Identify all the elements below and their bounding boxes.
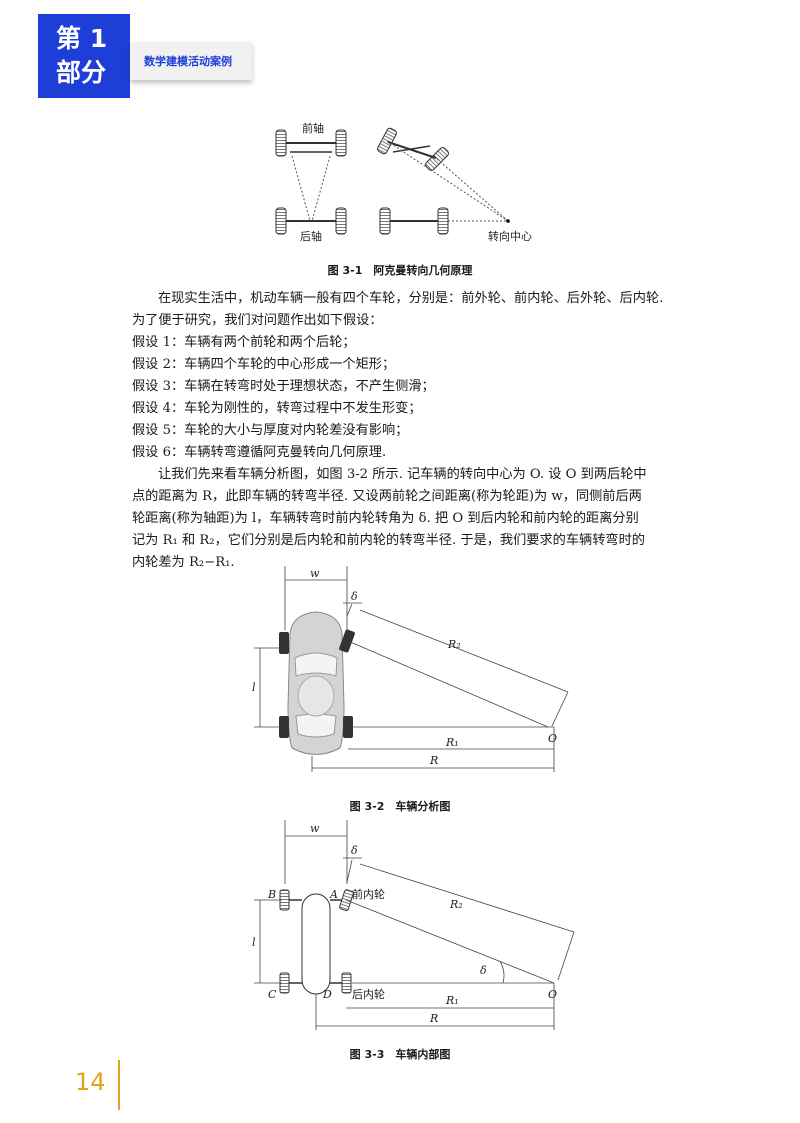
R2-label: R₂ <box>449 898 463 911</box>
assumption-item: 假设 2：车辆四个车轮的中心形成一个矩形； <box>132 357 396 372</box>
paragraph-analysis: 让我们先来看车辆分析图，如图 3-2 所示. 记车辆的转向中心为 O. 设 O … <box>132 464 692 574</box>
text-line: 为了便于研究，我们对问题作出如下假设： <box>132 313 383 328</box>
point-B-label: B <box>267 888 276 901</box>
figure-vehicle-internal: w δ B A 前内轮 C D 后内轮 l R₂ δ R₁ O R <box>252 820 575 1030</box>
wheel <box>279 632 289 654</box>
O-label: O <box>548 732 557 745</box>
delta-angle-label: δ <box>480 964 487 977</box>
assumption-item: 假设 5：车轮的大小与厚度对内轮差没有影响； <box>132 423 409 438</box>
assumption-item: 假设 1：车辆有两个前轮和两个后轮； <box>132 335 356 350</box>
figure-vehicle-analysis: w δ l R₂ R₁ O R <box>252 566 569 772</box>
car-body <box>301 893 331 995</box>
l-label: l <box>252 681 256 694</box>
R-label: R <box>429 754 438 767</box>
front-axle-label: 前轴 <box>302 121 324 135</box>
page-number: 14 <box>75 1068 106 1096</box>
w-label: w <box>310 567 320 580</box>
chapter-part: 部分 <box>56 58 107 87</box>
wheel <box>335 207 347 235</box>
R-label: R <box>429 1012 438 1025</box>
figure-3-2-caption: 图 3-2 车辆分析图 <box>349 800 451 813</box>
figure-3-3-caption: 图 3-3 车辆内部图 <box>349 1048 451 1061</box>
text-line: 轮距离(称为轴距)为 l，车辆转弯时前内轮转角为 δ. 把 O 到后内轮和前内轮… <box>132 511 639 526</box>
rear-inner-wheel-label: 后内轮 <box>352 987 385 1001</box>
l-label: l <box>252 936 256 949</box>
rear-axle-label: 后轴 <box>300 229 322 243</box>
point-A-label: A <box>329 888 338 901</box>
wheel <box>275 129 287 157</box>
point-C-label: C <box>268 988 277 1001</box>
section-banner: 数学建模活动案例 <box>130 42 252 80</box>
point-D-label: D <box>322 988 332 1001</box>
text-line: 在现实生活中，机动车辆一般有四个车轮，分别是：前外轮、前内轮、后外轮、后内轮. <box>158 291 664 306</box>
delta-label: δ <box>351 844 358 857</box>
page-divider <box>118 1060 120 1110</box>
assumption-item: 假设 3：车辆在转弯时处于理想状态，不产生侧滑； <box>132 379 435 394</box>
text-line: 点的距离为 R，此即车辆的转弯半径. 又设两前轮之间距离(称为轮距)为 w，同侧… <box>132 489 642 504</box>
turning-center-dot <box>506 219 510 223</box>
section-title: 数学建模活动案例 <box>144 55 232 68</box>
chapter-badge: 第 1 部分 <box>38 14 130 98</box>
delta-label: δ <box>351 590 358 603</box>
R2-label: R₂ <box>447 638 461 651</box>
assumption-item: 假设 4：车轮为刚性的，转弯过程中不发生形变； <box>132 401 422 416</box>
front-inner-wheel-label: 前内轮 <box>352 887 385 901</box>
wheel <box>341 972 352 994</box>
R1-label: R₁ <box>445 736 459 749</box>
paragraph-intro: 在现实生活中，机动车辆一般有四个车轮，分别是：前外轮、前内轮、后外轮、后内轮. … <box>132 288 692 332</box>
wheel <box>343 716 353 738</box>
wheel <box>339 629 355 653</box>
figure-ackermann: 前轴 后轴 转向中心 <box>275 121 532 243</box>
figure-3-1-caption: 图 3-1 阿克曼转向几何原理 <box>327 264 473 277</box>
O-label: O <box>548 988 557 1001</box>
wheel <box>335 129 347 157</box>
wheel <box>379 207 391 235</box>
assumption-item: 假设 6：车辆转弯遵循阿克曼转向几何原理. <box>132 445 387 460</box>
text-line: 内轮差为 R₂−R₁. <box>132 555 235 570</box>
assumption-list: 假设 1：车辆有两个前轮和两个后轮； 假设 2：车辆四个车轮的中心形成一个矩形；… <box>132 332 692 464</box>
chapter-number: 第 1 <box>56 24 108 53</box>
text-line: 让我们先来看车辆分析图，如图 3-2 所示. 记车辆的转向中心为 O. 设 O … <box>158 467 647 482</box>
turning-center-label: 转向中心 <box>488 229 532 243</box>
w-label: w <box>310 822 320 835</box>
R1-label: R₁ <box>445 994 459 1007</box>
wheel <box>279 716 289 738</box>
wheel <box>275 207 287 235</box>
wheel <box>437 207 449 235</box>
text-line: 记为 R₁ 和 R₂，它们分别是后内轮和前内轮的转弯半径. 于是，我们要求的车辆… <box>132 533 645 548</box>
